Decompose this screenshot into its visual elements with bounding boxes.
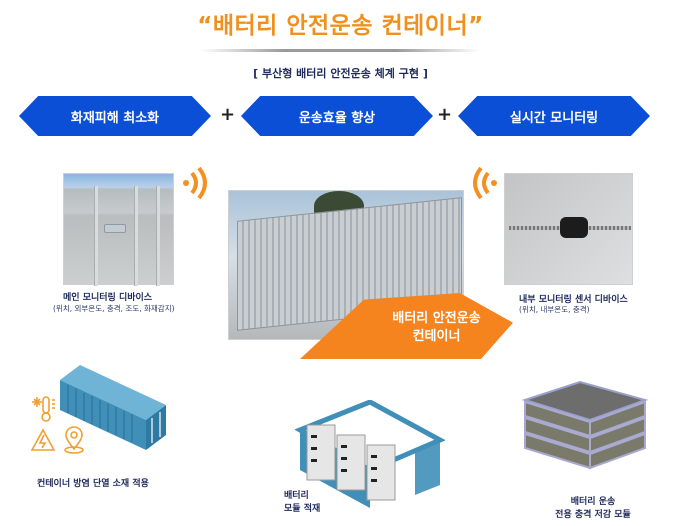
sensor-device-icon bbox=[560, 217, 588, 238]
feature-shock-line2: 전용 충격 저감 모듈 bbox=[555, 510, 631, 520]
goal-realtime-monitoring: 실시간 모니터링 bbox=[458, 96, 650, 136]
internal-device-title: 내부 모니터링 센서 디바이스 bbox=[519, 295, 628, 305]
goal-fire-damage: 화재피해 최소화 bbox=[19, 96, 211, 136]
insulated-container-illustration bbox=[60, 365, 166, 450]
wireless-signal-icon bbox=[183, 166, 207, 200]
feature-insulation-label: 컨테이너 방염 단열 소재 적용 bbox=[37, 479, 149, 489]
feature-shock-line1: 배터리 운송 bbox=[570, 497, 616, 507]
warning-electric-icon bbox=[30, 428, 56, 451]
banner-line1: 배터리 안전운송 bbox=[392, 311, 481, 327]
location-pin-icon bbox=[64, 426, 84, 454]
plus-icon: + bbox=[220, 104, 236, 125]
main-device-detail: (위치, 외부온도, 충격, 조도, 화재감지) bbox=[53, 304, 175, 313]
internal-sensor-photo bbox=[504, 173, 633, 285]
wireless-signal-icon bbox=[473, 166, 497, 200]
feature-modules-line1: 배터리 bbox=[284, 491, 309, 501]
banner-line2: 컨테이너 bbox=[412, 329, 461, 344]
goal-transport-efficiency: 운송효율 향상 bbox=[241, 96, 433, 136]
shock-absorbing-module-illustration bbox=[521, 380, 649, 470]
container-photo bbox=[228, 190, 464, 340]
thermometer-icon bbox=[32, 396, 55, 422]
feature-modules-line2: 모듈 적재 bbox=[284, 504, 321, 514]
main-device-photo bbox=[63, 173, 174, 286]
page-title: “배터리 안전운송 컨테이너” bbox=[197, 13, 484, 39]
title-divider bbox=[200, 49, 480, 52]
page-subtitle: [ 부산형 배터리 안전운송 체계 구현 ] bbox=[253, 67, 428, 80]
main-device-title: 메인 모니터링 디바이스 bbox=[63, 293, 153, 303]
device-icon bbox=[104, 224, 126, 233]
goal-label: 운송효율 향상 bbox=[298, 110, 376, 126]
goal-label: 실시간 모니터링 bbox=[509, 110, 599, 126]
goal-label: 화재피해 최소화 bbox=[70, 110, 160, 126]
plus-icon: + bbox=[437, 104, 453, 125]
battery-modules-container-illustration bbox=[295, 400, 445, 508]
feature-shock-module-label: 배터리 운송 전용 충격 저감 모듈 bbox=[528, 494, 658, 520]
center-banner: 배터리 안전운송 컨테이너 bbox=[300, 293, 513, 359]
internal-device-detail: (위치, 내부온도, 충격) bbox=[519, 305, 590, 314]
hazard-icons-group bbox=[30, 396, 84, 454]
feature-modules-label: 배터리 모듈 적재 bbox=[284, 488, 320, 514]
